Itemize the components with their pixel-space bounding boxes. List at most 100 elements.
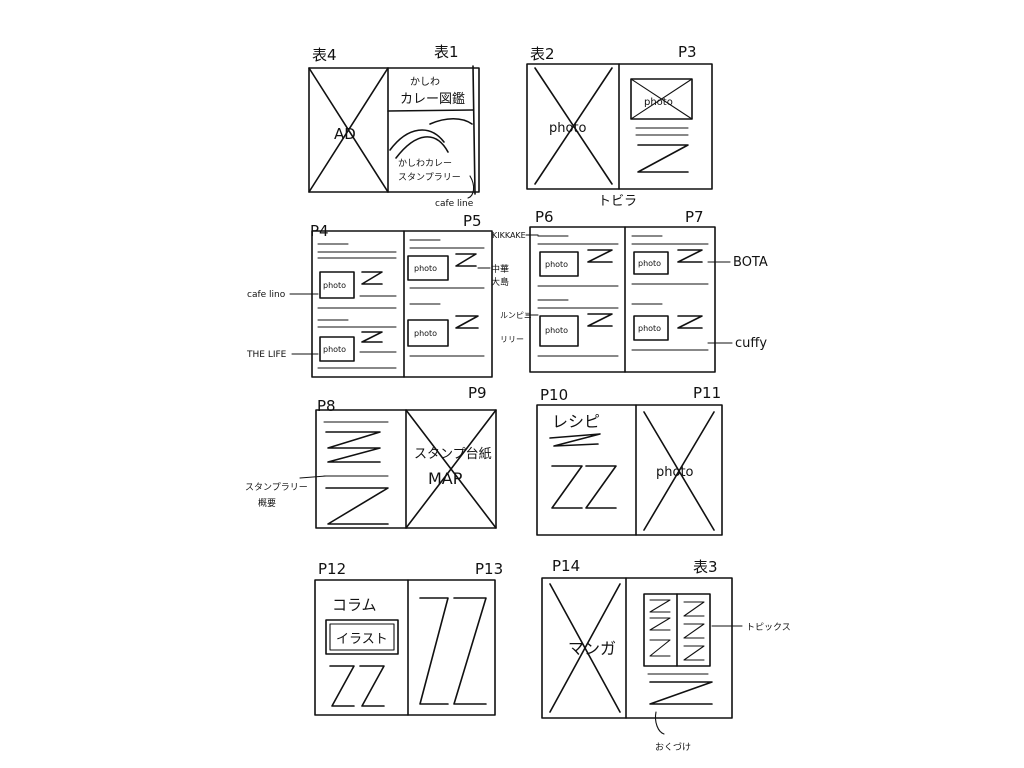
photo-label: photo <box>414 264 437 273</box>
wave-illustration <box>429 117 473 125</box>
page-number-label: 表1 <box>434 43 459 61</box>
photo-label: photo <box>638 259 661 268</box>
text-block-z <box>587 249 613 263</box>
spread-frame <box>314 579 496 716</box>
text-block-z <box>677 315 703 329</box>
photo-placeholder <box>633 251 669 275</box>
spread-p14-cover3: P14 表3 マンガ トピックス おくづけ <box>541 557 791 753</box>
page-number-label: P11 <box>693 384 721 402</box>
spread-p12-p13: P12 P13 コラム イラスト <box>314 560 503 716</box>
text-block-z <box>683 623 705 639</box>
photo-label: photo <box>414 329 437 338</box>
map-label: MAP <box>428 469 463 488</box>
wave-illustration <box>389 129 445 151</box>
photo-label: photo <box>545 326 568 335</box>
photo-placeholder <box>539 251 579 277</box>
photo-placeholder <box>319 271 355 299</box>
page-number-label: P10 <box>540 386 568 404</box>
placeholder-cross <box>405 409 497 529</box>
page-number-label: P5 <box>463 212 482 230</box>
annotation-leader <box>299 475 327 479</box>
page-number-label: P3 <box>678 43 697 61</box>
cover-title-line: かしわ <box>410 76 440 88</box>
text-block-z <box>585 465 617 509</box>
text-block-z <box>683 601 705 617</box>
spread-p2-p3: 表2 P3 photo photo トビラ <box>526 43 713 209</box>
annotation-label: 大島 <box>491 276 509 288</box>
text-block-z <box>329 665 355 707</box>
text-block-z <box>649 681 713 705</box>
text-block-z <box>587 313 613 327</box>
spread-p6-p7: P6 P7 photo photo photo photo KIKKAKE ルン… <box>492 208 768 373</box>
annotation-label: スタンプラリー <box>245 482 308 493</box>
text-block-z <box>683 645 705 661</box>
page-edge-line <box>472 65 476 195</box>
annotation-label: ルンピニ <box>500 311 532 320</box>
page-number-label: P12 <box>318 560 346 578</box>
illust-label: イラスト <box>336 632 388 647</box>
annotation-label: KIKKAKE <box>492 231 526 240</box>
spread-p4-p5: P4 P5 photo photo photo photo cafe lino <box>246 212 509 378</box>
annotation-label: リリー <box>500 335 524 344</box>
text-block-z <box>649 599 671 613</box>
spread-frame <box>308 67 480 193</box>
photo-label: photo <box>549 121 587 136</box>
annotation-label: 中華 <box>491 263 509 275</box>
map-label: スタンプ台紙 <box>414 447 492 462</box>
page-number-label: P14 <box>552 557 580 575</box>
manga-label: マンガ <box>568 639 616 658</box>
text-block-z <box>361 331 383 343</box>
photo-label: photo <box>656 465 694 480</box>
text-block-z <box>325 487 389 525</box>
column-label: コラム <box>332 596 377 614</box>
placeholder-cross <box>630 78 693 120</box>
text-block-z <box>637 144 689 173</box>
placeholder-cross <box>643 411 715 531</box>
page-number-label: P9 <box>468 384 487 402</box>
annotation-label: THE LIFE <box>246 350 287 360</box>
spread-frame <box>536 404 723 536</box>
page-number-label: 表3 <box>693 558 718 576</box>
cover-divider <box>387 109 474 112</box>
illust-frame <box>329 623 395 651</box>
spread-frame <box>541 577 733 719</box>
annotation-label: おくづけ <box>655 742 691 753</box>
cover-stamp-line: かしわカレー <box>398 158 452 169</box>
photo-placeholder <box>630 78 693 120</box>
text-block-z <box>549 433 601 447</box>
annotation-label: トビラ <box>598 194 637 209</box>
text-block-z <box>677 249 703 263</box>
page-number-label: P7 <box>685 208 704 226</box>
text-block-z <box>455 315 479 329</box>
placeholder-cross <box>308 67 389 193</box>
photo-placeholder <box>319 336 355 362</box>
text-block-z <box>325 431 381 463</box>
annotation-leader <box>467 175 475 199</box>
annotation-label: BOTA <box>733 255 768 270</box>
photo-label: photo <box>545 260 568 269</box>
text-block-z <box>649 617 671 631</box>
photo-placeholder <box>633 315 669 341</box>
cover-title-line: カレー図鑑 <box>400 91 465 107</box>
annotation-leader <box>654 711 665 735</box>
photo-label: photo <box>638 324 661 333</box>
text-block-z <box>455 253 477 267</box>
photo-placeholder <box>407 319 449 347</box>
photo-placeholder <box>539 315 579 347</box>
photo-label: photo <box>323 281 346 290</box>
photo-label: photo <box>644 97 673 108</box>
annotation-label: cafe line <box>435 199 474 209</box>
text-block-z <box>361 271 383 285</box>
annotation-label: cafe lino <box>247 290 286 300</box>
photo-label: photo <box>323 345 346 354</box>
illust-frame <box>325 619 399 655</box>
spread-frame <box>311 230 493 378</box>
page-number-label: P8 <box>317 397 336 415</box>
text-block-z <box>551 465 583 509</box>
ad-label: AD <box>334 125 356 143</box>
annotation-label: トピックス <box>746 622 791 633</box>
text-block-z <box>419 597 449 705</box>
page-number-label: 表4 <box>312 46 337 64</box>
